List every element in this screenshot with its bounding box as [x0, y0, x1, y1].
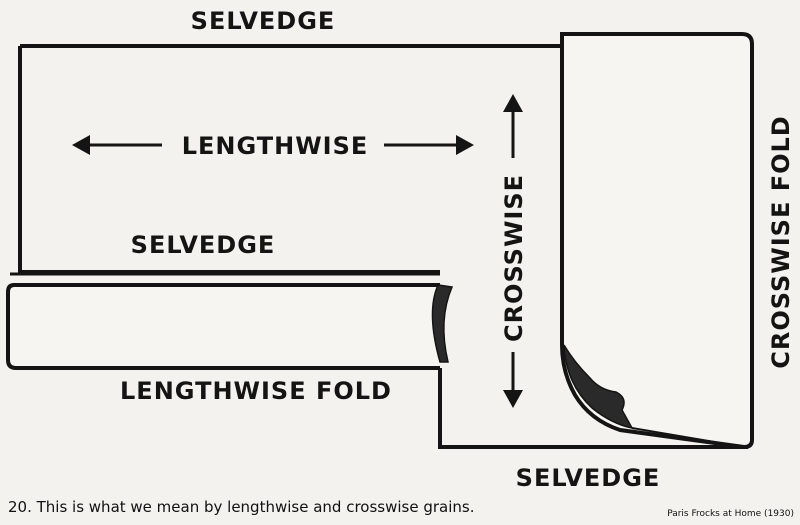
fabric-outline	[18, 44, 562, 274]
lengthwise-arrow-left	[72, 135, 162, 155]
lengthwise-fold-label: LENGTHWISE FOLD	[120, 377, 392, 405]
crosswise-label: CROSSWISE	[500, 174, 528, 342]
crosswise-arrow-down	[503, 352, 523, 408]
source-credit: Paris Frocks at Home (1930)	[667, 509, 794, 519]
selvedge-mid-label: SELVEDGE	[131, 231, 276, 259]
lengthwise-fold-shading	[431, 284, 454, 363]
bottom-selvedge-edge	[438, 368, 748, 449]
crosswise-fold-underside	[631, 427, 745, 448]
lengthwise-fold-strip	[6, 283, 440, 370]
selvedge-bottom-label: SELVEDGE	[516, 464, 661, 492]
figure-caption: 20. This is what we mean by lengthwise a…	[8, 498, 475, 516]
lengthwise-label: LENGTHWISE	[182, 132, 369, 160]
lengthwise-arrow-right	[384, 135, 474, 155]
crosswise-arrow-up	[503, 94, 523, 158]
selvedge-top-label: SELVEDGE	[191, 7, 336, 35]
crosswise-fold-label: CROSSWISE FOLD	[767, 115, 795, 368]
crosswise-fold-shading	[563, 344, 634, 430]
